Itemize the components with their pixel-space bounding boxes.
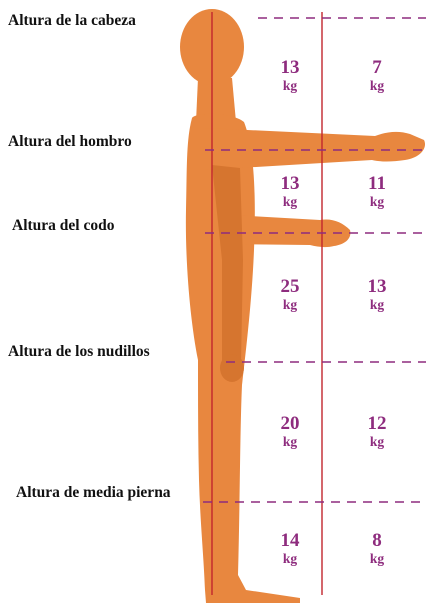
elbow-forearm-shape [214, 214, 351, 248]
elbow-height-label: Altura del codo [12, 217, 115, 234]
zone-1-far-weight: 7 kg [352, 58, 402, 93]
weight-value: 13 [280, 173, 300, 194]
hanging-arm-shape [212, 165, 243, 364]
weight-unit: kg [282, 434, 298, 449]
zone-3-near-weight: 25 kg [265, 277, 315, 312]
zone-5-far-weight: 8 kg [352, 531, 402, 566]
shoulder-height-label: Altura del hombro [8, 133, 132, 150]
weight-value: 25 [280, 276, 300, 297]
hanging-hand-shape [220, 354, 244, 382]
knuckle-height-label: Altura de los nudillos [8, 343, 150, 360]
weight-value: 12 [367, 413, 387, 434]
weight-unit: kg [369, 434, 385, 449]
weight-value: 7 [372, 57, 382, 78]
zone-1-near-weight: 13 kg [265, 58, 315, 93]
weight-value: 13 [367, 276, 387, 297]
zone-4-far-weight: 12 kg [352, 414, 402, 449]
weight-value: 8 [372, 530, 382, 551]
weight-unit: kg [282, 194, 298, 209]
zone-2-far-weight: 11 kg [352, 174, 402, 209]
weight-value: 11 [368, 173, 386, 194]
weight-value: 20 [280, 413, 300, 434]
mid-leg-height-label: Altura de media pierna [16, 484, 171, 501]
weight-unit: kg [369, 551, 385, 566]
zone-5-near-weight: 14 kg [265, 531, 315, 566]
zone-2-near-weight: 13 kg [265, 174, 315, 209]
weight-unit: kg [282, 551, 298, 566]
zone-3-far-weight: 13 kg [352, 277, 402, 312]
weight-unit: kg [369, 78, 385, 93]
weight-unit: kg [282, 78, 298, 93]
weight-unit: kg [369, 297, 385, 312]
shoulder-arm-shape [205, 128, 426, 170]
weight-value: 13 [280, 57, 300, 78]
weight-value: 14 [280, 530, 300, 551]
weight-unit: kg [282, 297, 298, 312]
weight-unit: kg [369, 194, 385, 209]
head-height-label: Altura de la cabeza [8, 12, 136, 29]
zone-4-near-weight: 20 kg [265, 414, 315, 449]
neck-shape [196, 78, 236, 122]
human-silhouette [180, 9, 426, 603]
